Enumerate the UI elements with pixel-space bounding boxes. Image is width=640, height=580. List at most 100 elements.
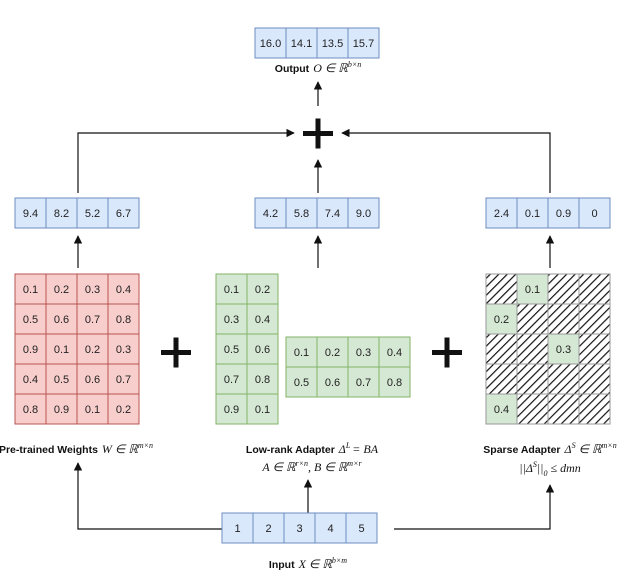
sparse-norm-sub: 0 xyxy=(543,469,547,478)
right-result-vector-value: 0 xyxy=(591,208,597,220)
sparse-matrix-value: 0.4 xyxy=(494,404,509,416)
weights-matrix-value: 0.1 xyxy=(85,404,100,416)
right-result-vector-value: 0.1 xyxy=(525,208,540,220)
lowrank-b-matrix-cell xyxy=(215,363,248,395)
weights-matrix-value: 0.2 xyxy=(116,404,131,416)
middle-result-vector-cell xyxy=(316,197,349,229)
weights-matrix-value: 0.7 xyxy=(116,374,131,386)
sparse-matrix-zero-cell xyxy=(547,363,580,395)
arrow-left-to-plus xyxy=(77,128,295,193)
svg-text:||ΔS||0 ≤ dmn: ||ΔS||0 ≤ dmn xyxy=(519,460,581,478)
output-math: O ∈ ℝ xyxy=(313,61,348,75)
input-vector-value: 3 xyxy=(296,523,302,535)
output-vector-cell xyxy=(254,27,287,59)
weights-matrix-value: 0.1 xyxy=(23,284,38,296)
plus-icon-top xyxy=(303,118,333,149)
middle-result-vector-cell xyxy=(285,197,318,229)
left-result-vector-value: 5.2 xyxy=(85,208,100,220)
lowrank-a-matrix-cell xyxy=(378,336,411,368)
lowrank-a-matrix-value: 0.4 xyxy=(387,347,402,359)
right-result-vector-value: 2.4 xyxy=(494,208,509,220)
plus-icon-right xyxy=(432,337,462,368)
arrow-right-to-plus xyxy=(341,128,551,193)
weights-matrix-value: 0.2 xyxy=(85,344,100,356)
lowrank-a-matrix-value: 0.3 xyxy=(356,347,371,359)
weights-matrix-value: 0.6 xyxy=(54,314,69,326)
lowrank-a-matrix-value: 0.5 xyxy=(294,377,309,389)
weights-matrix-value: 0.7 xyxy=(85,314,100,326)
lowrank-b-matrix-value: 0.1 xyxy=(224,284,239,296)
arrow-input-to-sparse xyxy=(394,484,555,530)
input-vector-cell xyxy=(345,512,378,544)
weights-matrix-value: 0.5 xyxy=(23,314,38,326)
left-result-vector-cell xyxy=(76,197,109,229)
svg-text:A ∈ ℝr×n, B ∈ ℝm×r: A ∈ ℝr×n, B ∈ ℝm×r xyxy=(261,459,362,474)
output-label-text: Output xyxy=(275,63,310,75)
middle-result-vector-value: 4.2 xyxy=(263,208,278,220)
lowrank-a-matrix-cell xyxy=(285,366,318,398)
weights-matrix-value: 0.2 xyxy=(54,284,69,296)
sparse-matrix-zero-cell xyxy=(516,393,549,425)
input-vector-cell xyxy=(314,512,347,544)
lowrank-a-matrix-value: 0.8 xyxy=(387,377,402,389)
sparse-norm-end: ≤ dmn xyxy=(547,461,580,475)
lowrank-a-matrix-cell xyxy=(347,366,380,398)
sparse-matrix-cell xyxy=(485,393,518,425)
sparse-matrix: 0.10.20.30.4 xyxy=(485,273,611,425)
sparse-math2: ∈ ℝ xyxy=(579,442,602,456)
weights-matrix-cell xyxy=(45,363,78,395)
middle-result-vector-cell xyxy=(254,197,287,229)
lowrank-label-text: Low-rank Adapter xyxy=(246,444,335,456)
lowrank-sup: L xyxy=(345,441,351,450)
sparse-matrix-zero-cell xyxy=(547,273,580,305)
output-sup: b×n xyxy=(348,60,361,69)
lowrank-b-matrix-cell xyxy=(246,393,279,425)
right-result-vector-cell xyxy=(547,197,580,229)
left-result-vector-cell xyxy=(45,197,78,229)
lowrank-b-matrix-value: 0.7 xyxy=(224,374,239,386)
weights-matrix-value: 0.1 xyxy=(54,344,69,356)
sparse-matrix-zero-cell xyxy=(578,393,611,425)
output-vector-value: 16.0 xyxy=(260,38,281,50)
lowrank-a-matrix-value: 0.7 xyxy=(356,377,371,389)
lowrank-b-sup: m×r xyxy=(347,459,362,468)
lowrank-b-matrix-value: 0.3 xyxy=(224,314,239,326)
arrow-input-to-weights xyxy=(73,462,222,530)
sparse-matrix-zero-cell xyxy=(578,303,611,335)
weights-matrix-cell xyxy=(76,393,109,425)
weights-matrix-value: 0.3 xyxy=(85,284,100,296)
lowrank-a-matrix-value: 0.6 xyxy=(325,377,340,389)
sparse-matrix-zero-cell xyxy=(578,333,611,365)
weights-label-text: Pre-trained Weights xyxy=(0,444,98,456)
right-result-vector-cell xyxy=(578,197,611,229)
weights-matrix-cell xyxy=(45,333,78,365)
sparse-matrix-value: 0.1 xyxy=(525,284,540,296)
weights-math: W ∈ ℝ xyxy=(102,442,138,456)
lowrank-b-matrix-value: 0.2 xyxy=(255,284,270,296)
lowrank-a-math: A ∈ ℝ xyxy=(261,460,296,474)
lowrank-b-math: , B ∈ ℝ xyxy=(308,460,348,474)
weights-matrix-value: 0.4 xyxy=(23,374,38,386)
right-result-vector-value: 0.9 xyxy=(556,208,571,220)
lowrank-a-matrix-value: 0.2 xyxy=(325,347,340,359)
weights-matrix-value: 0.3 xyxy=(116,344,131,356)
weights-matrix-cell xyxy=(107,273,140,305)
weights-matrix-cell xyxy=(107,303,140,335)
lowrank-b-matrix-value: 0.4 xyxy=(255,314,270,326)
sparse-matrix-zero-cell xyxy=(485,333,518,365)
output-vector-value: 13.5 xyxy=(322,38,343,50)
sparse-matrix-zero-cell xyxy=(516,333,549,365)
weights-matrix-cell xyxy=(76,363,109,395)
lowrank-a-matrix-cell xyxy=(285,336,318,368)
